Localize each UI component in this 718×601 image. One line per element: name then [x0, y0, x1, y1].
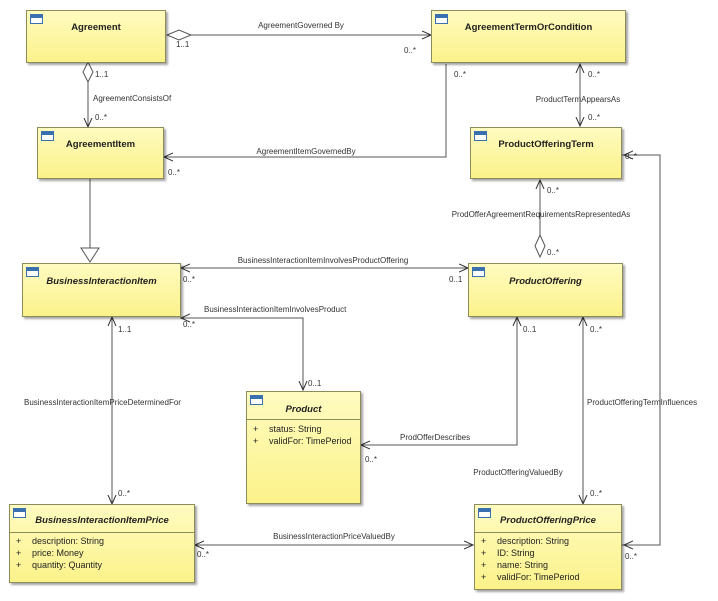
class-name: BusinessInteractionItemPrice	[35, 515, 169, 526]
multiplicity: 1..1	[176, 40, 190, 49]
attribute: +name: String	[481, 560, 549, 570]
assoc-label-product-offering-valued-by: ProductOfferingValuedBy	[473, 468, 563, 477]
multiplicity: 0..*	[183, 320, 196, 329]
assoc-label-agreement-consists-of: AgreementConsistsOf	[93, 94, 172, 103]
class-name: AgreementItem	[65, 139, 136, 150]
class-agreement-item[interactable]: AgreementItem	[37, 127, 164, 179]
assoc-label-product-term-appears-as: ProductTermAppearsAs	[535, 95, 621, 104]
aggregation-diamond	[165, 29, 193, 41]
assoc-bii-involves-product-line[interactable]	[197, 317, 303, 390]
multiplicity: 0..*	[95, 113, 108, 122]
attribute: +status: String	[253, 424, 322, 434]
assoc-label-bii-involves-product-offering: BusinessInteractionItemInvolvesProductOf…	[237, 256, 409, 265]
attribute: +ID: String	[481, 548, 535, 558]
class-icon	[250, 395, 263, 405]
multiplicity: 0..*	[590, 489, 603, 498]
class-icon	[435, 14, 448, 24]
class-agreement[interactable]: Agreement	[26, 10, 166, 63]
multiplicity: 0..*	[547, 186, 560, 195]
class-name: ProductOfferingPrice	[500, 515, 596, 526]
attribute-list: +description: String +ID: String +name: …	[481, 535, 580, 583]
multiplicity: 0..*	[404, 46, 417, 55]
multiplicity: 0..*	[183, 275, 196, 284]
assoc-label-bii-involves-product: BusinessInteractionItemInvolvesProduct	[204, 305, 347, 314]
multiplicity: 1..1	[95, 70, 109, 79]
class-product-offering[interactable]: ProductOffering	[468, 263, 623, 317]
attribute-list: +description: String +price: Money +quan…	[16, 535, 104, 571]
class-icon	[26, 267, 39, 277]
multiplicity: 1..1	[118, 325, 132, 334]
multiplicity: 0..*	[547, 248, 560, 257]
multiplicity: 0..1	[308, 379, 322, 388]
assoc-agreement-item-governed-by-line[interactable]	[164, 64, 447, 157]
class-product[interactable]: Product +status: String +validFor: TimeP…	[246, 391, 361, 504]
attribute: +validFor: TimePeriod	[481, 572, 580, 582]
assoc-label-product-offering-term-influences: ProductOfferingTermInfluences	[587, 398, 698, 407]
multiplicity: 0..*	[590, 325, 603, 334]
class-name: Agreement	[71, 22, 121, 33]
class-name: BusinessInteractionItem	[46, 276, 157, 287]
aggregation-diamond	[82, 60, 94, 84]
class-product-offering-term[interactable]: ProductOfferingTerm	[470, 127, 622, 179]
aggregation-diamond	[534, 233, 546, 259]
class-business-interaction-item[interactable]: BusinessInteractionItem	[22, 263, 181, 317]
assoc-label-prod-offer-agreement-requirements: ProdOfferAgreementRequirementsRepresente…	[451, 210, 631, 219]
attribute: +quantity: Quantity	[16, 560, 103, 570]
class-icon	[41, 131, 54, 141]
assoc-label-bii-price-determined-for: BusinessInteractionItemPriceDeterminedFo…	[24, 398, 181, 407]
class-name: ProductOfferingTerm	[498, 139, 594, 150]
multiplicity: 0..*	[625, 152, 638, 161]
multiplicity: 0..*	[365, 455, 378, 464]
class-agreement-term-or-condition[interactable]: AgreementTermOrCondition	[431, 10, 626, 63]
multiplicity: 0..*	[588, 113, 601, 122]
multiplicity: 0..*	[197, 550, 210, 559]
assoc-label-agreement-governed-by: AgreementGoverned By	[258, 21, 344, 30]
multiplicity: 0..*	[168, 168, 181, 177]
multiplicity: 0..*	[118, 489, 131, 498]
attribute-separator	[247, 419, 360, 420]
attribute-separator	[10, 532, 194, 533]
multiplicity: 0..*	[625, 552, 638, 561]
class-icon	[30, 14, 43, 24]
class-name: ProductOffering	[509, 276, 582, 287]
class-product-offering-price[interactable]: ProductOfferingPrice +description: Strin…	[474, 504, 622, 590]
class-name: AgreementTermOrCondition	[464, 22, 593, 33]
assoc-product-offering-term-influences-line[interactable]	[622, 154, 661, 546]
attribute-list: +status: String +validFor: TimePeriod	[253, 423, 352, 447]
generalization-triangle	[80, 247, 100, 263]
multiplicity: 0..1	[523, 325, 537, 334]
assoc-label-agreement-item-governed-by: AgreementItemGovernedBy	[256, 147, 356, 156]
class-name: Product	[285, 404, 322, 415]
attribute: +price: Money	[16, 548, 84, 558]
multiplicity: 0..*	[588, 70, 601, 79]
attribute: +description: String	[16, 536, 105, 546]
assoc-label-business-interaction-price-valued-by: BusinessInteractionPriceValuedBy	[273, 532, 395, 541]
class-icon	[478, 508, 491, 518]
class-business-interaction-item-price[interactable]: BusinessInteractionItemPrice +descriptio…	[9, 504, 195, 583]
attribute: +description: String	[481, 536, 570, 546]
attribute-separator	[475, 532, 621, 533]
class-icon	[472, 267, 485, 277]
class-icon	[13, 508, 26, 518]
multiplicity: 0..*	[454, 70, 467, 79]
attribute: +validFor: TimePeriod	[253, 436, 352, 446]
assoc-prod-offer-describes-line[interactable]	[361, 330, 518, 445]
assoc-label-prod-offer-describes: ProdOfferDescribes	[400, 433, 471, 442]
class-icon	[474, 131, 487, 141]
multiplicity: 0..1	[449, 275, 463, 284]
